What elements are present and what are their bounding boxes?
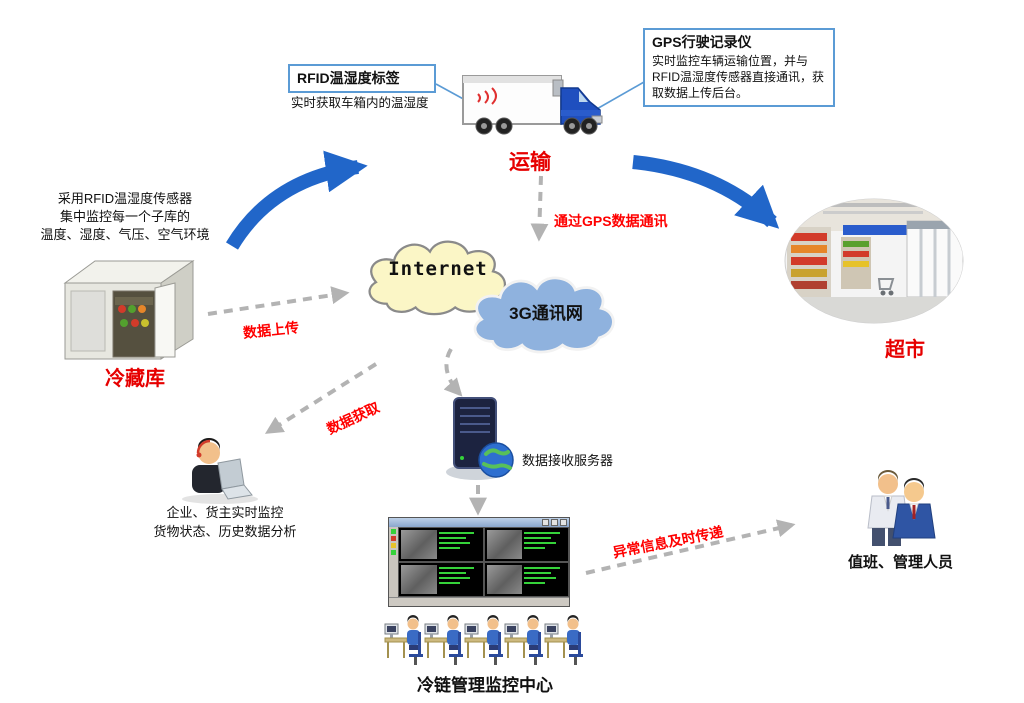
server-illustration [446, 397, 514, 480]
arrow-storage-to-cloud [207, 286, 350, 316]
cold-storage-note: 采用RFID温湿度传感器 集中监控每一个子库的 温度、湿度、气压、空气环境 [40, 191, 210, 242]
monitoring-software-window [388, 517, 570, 607]
arrow-storage-to-truck [225, 150, 368, 250]
enterprise-person-illustration [182, 438, 258, 504]
camera-panel [484, 563, 568, 596]
server-label: 数据接收服务器 [522, 453, 614, 468]
g3-cloud [473, 276, 615, 354]
staff-label: 值班、管理人员 [847, 554, 953, 571]
camera-panel [484, 528, 568, 561]
rfid-callout: RFID温湿度标签 [288, 64, 436, 93]
gps-callout-title: GPS行驶记录仪 [652, 34, 752, 50]
gps-callout: GPS行驶记录仪 实时监控车辆运输位置，并与RFID温湿度传感器直接通讯，获取数… [643, 28, 835, 107]
internet-cloud-label: Internet [388, 258, 488, 280]
edge-label-gps-comm: 通过GPS数据通讯 [554, 213, 668, 229]
truck-illustration [462, 75, 603, 135]
rfid-callout-title: RFID温湿度标签 [297, 70, 400, 86]
supermarket-illustration [784, 198, 964, 324]
rfid-callout-subtitle: 实时获取车箱内的温湿度 [291, 96, 429, 110]
supermarket-label: 超市 [885, 339, 925, 361]
edge-label-data-upload: 数据上传 [242, 319, 300, 341]
monitor-toolbar [389, 527, 398, 597]
internet-cloud [368, 240, 507, 316]
cold-storage-illustration [63, 260, 195, 360]
camera-grid [398, 527, 569, 597]
monitor-statusbar [389, 597, 569, 606]
g3-cloud-label: 3G通讯网 [509, 304, 583, 323]
edge-label-alert: 异常信息及时传递 [611, 523, 725, 561]
operators-illustration [384, 614, 584, 666]
gps-callout-body: 实时监控车辆运输位置，并与RFID温湿度传感器直接通讯，获取数据上传后台。 [652, 54, 824, 100]
staff-illustration [867, 470, 936, 546]
arrow-truck-to-cloud [530, 175, 549, 242]
enterprise-note: 企业、货主实时监控 货物状态、历史数据分析 [153, 505, 297, 539]
edge-label-data-fetch: 数据获取 [324, 398, 382, 438]
monitoring-center-label: 冷链管理监控中心 [417, 676, 553, 695]
transport-label: 运输 [509, 151, 551, 174]
camera-panel [399, 563, 483, 596]
camera-panel [399, 528, 483, 561]
cold-storage-label: 冷藏库 [105, 368, 165, 390]
monitor-titlebar [389, 518, 569, 527]
